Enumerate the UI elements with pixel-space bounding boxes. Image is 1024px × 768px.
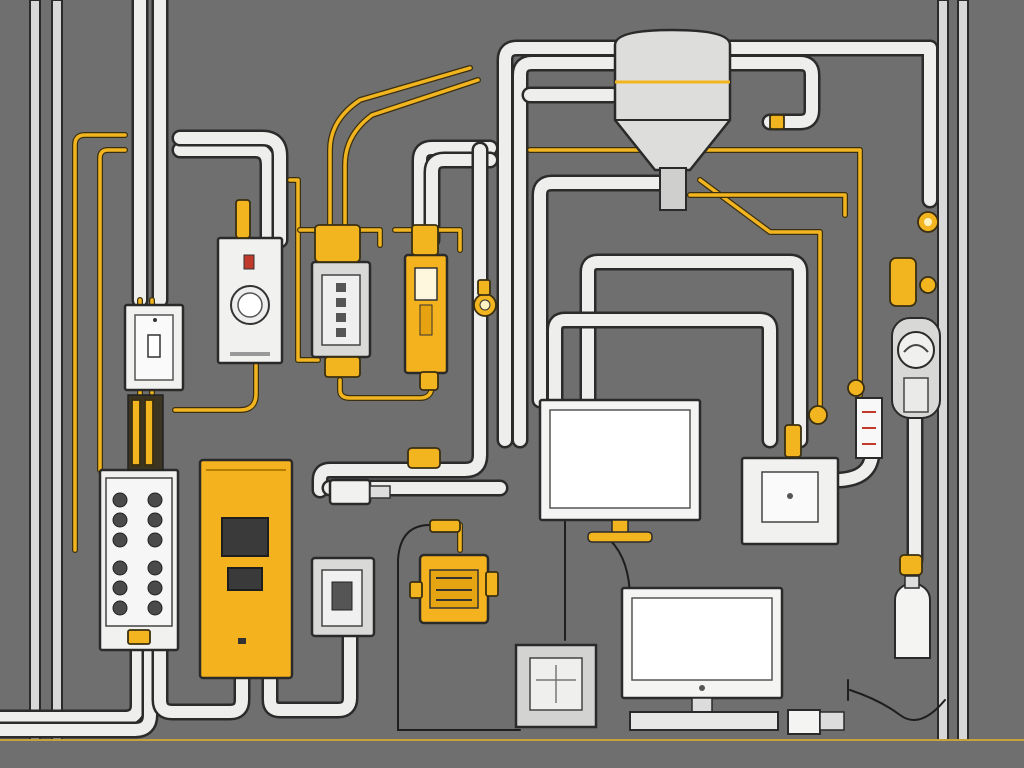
white-pipes bbox=[0, 0, 939, 739]
background-frame-lines bbox=[0, 0, 1024, 741]
yellow-meter-icon bbox=[403, 224, 449, 391]
fuse-icon bbox=[847, 379, 883, 459]
valve-icon bbox=[473, 279, 497, 317]
black-cables bbox=[397, 519, 946, 731]
light-switch-icon bbox=[123, 303, 185, 392]
control-box-icon bbox=[740, 405, 840, 546]
hopper-tank-icon bbox=[613, 28, 785, 211]
pressure-gauge-icon bbox=[891, 317, 941, 419]
bottle-icon bbox=[894, 554, 931, 659]
second-monitor-icon bbox=[620, 586, 784, 731]
wall-plug-icon bbox=[787, 709, 845, 735]
electrical-panel-icon bbox=[98, 394, 180, 652]
brass-fitting-icon bbox=[889, 211, 939, 307]
breaker-box-icon bbox=[198, 458, 294, 680]
switch-plate-icon bbox=[514, 643, 598, 729]
dial-control-box-icon bbox=[216, 199, 284, 365]
switch-unit-icon bbox=[310, 224, 372, 378]
wall-outlet-icon bbox=[310, 556, 376, 638]
plug-icon bbox=[328, 447, 441, 506]
computer-monitor-icon bbox=[538, 398, 702, 543]
junction-box-icon bbox=[409, 519, 499, 625]
